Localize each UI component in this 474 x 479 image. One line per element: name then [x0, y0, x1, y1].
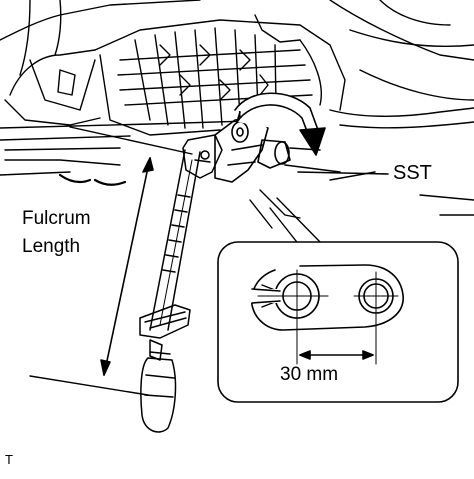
- fulcrum-label-line1: Fulcrum: [22, 208, 91, 229]
- fulcrum-length-label: Fulcrum Length: [22, 205, 91, 261]
- torque-wrench: [139, 134, 223, 433]
- dimension-label: 30 mm: [280, 364, 339, 385]
- rotation-arrow: [234, 92, 326, 156]
- fulcrum-length-arrow: [100, 157, 154, 376]
- detail-inset: [217, 241, 459, 403]
- callout-leader: [269, 197, 323, 247]
- fulcrum-label-line2: Length: [22, 236, 81, 257]
- figure-code: T: [5, 452, 13, 467]
- fulcrum-reference-lines: [29, 126, 193, 396]
- sst-label: SST: [393, 162, 432, 184]
- vehicle-underbody: [0, 0, 474, 229]
